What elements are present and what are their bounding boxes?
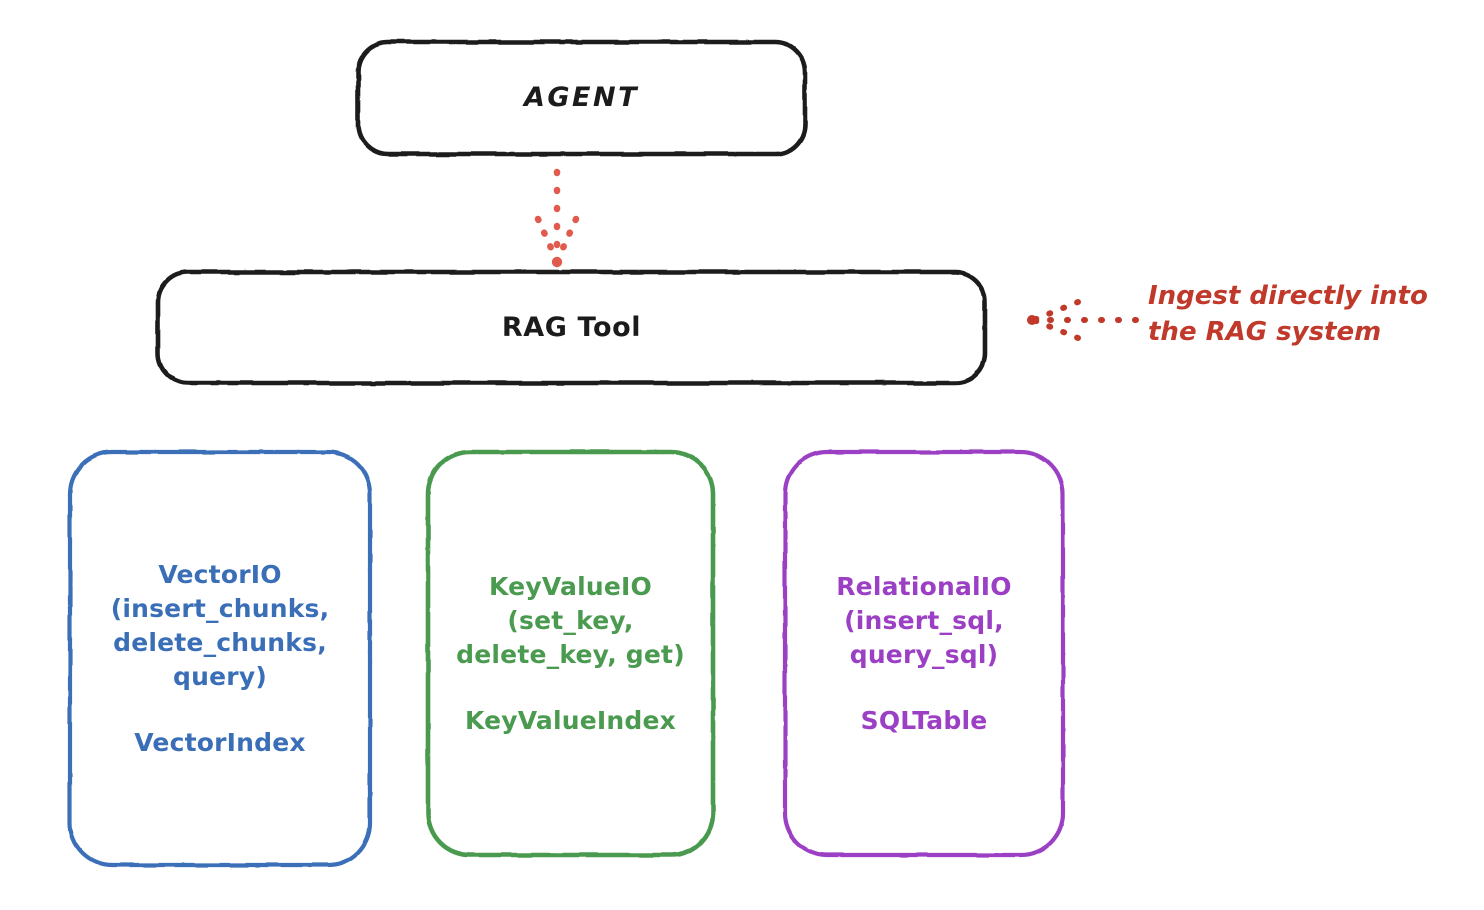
connector-annotation-to-rag-tool — [1027, 299, 1139, 341]
keyvalueio-box-outline — [425, 449, 716, 858]
keyvalueio-interface-label: KeyValueIO (set_key, delete_key, get) — [456, 571, 685, 669]
vectorio-interface-label: VectorIO (insert_chunks, delete_chunks, … — [110, 559, 330, 691]
agent-box-outline — [355, 39, 808, 157]
vectorio-index-label: VectorIndex — [134, 727, 306, 757]
agent-box[interactable]: AGENT — [358, 42, 805, 154]
relationalio-index-label: SQLTable — [860, 705, 988, 735]
keyvalueio-index-label: KeyValueIndex — [464, 705, 677, 735]
vectorio-box[interactable]: VectorIO (insert_chunks, delete_chunks, … — [70, 452, 370, 865]
relationalio-box-outline — [782, 449, 1066, 858]
connector-agent-to-rag-tool — [534, 168, 580, 268]
relationalio-interface-label: RelationalIO (insert_sql, query_sql) — [836, 571, 1012, 669]
relationalio-box[interactable]: RelationalIO (insert_sql, query_sql) SQL… — [785, 452, 1063, 855]
ingest-annotation-text: Ingest directly into the RAG system — [1148, 281, 1428, 348]
vectorio-box-outline — [67, 449, 373, 868]
agent-label: AGENT — [523, 82, 639, 114]
rag-tool-box-outline — [155, 269, 988, 386]
keyvalueio-box[interactable]: KeyValueIO (set_key, delete_key, get) Ke… — [428, 452, 713, 855]
rag-tool-label: RAG Tool — [501, 311, 642, 343]
rag-tool-box[interactable]: RAG Tool — [158, 272, 985, 383]
